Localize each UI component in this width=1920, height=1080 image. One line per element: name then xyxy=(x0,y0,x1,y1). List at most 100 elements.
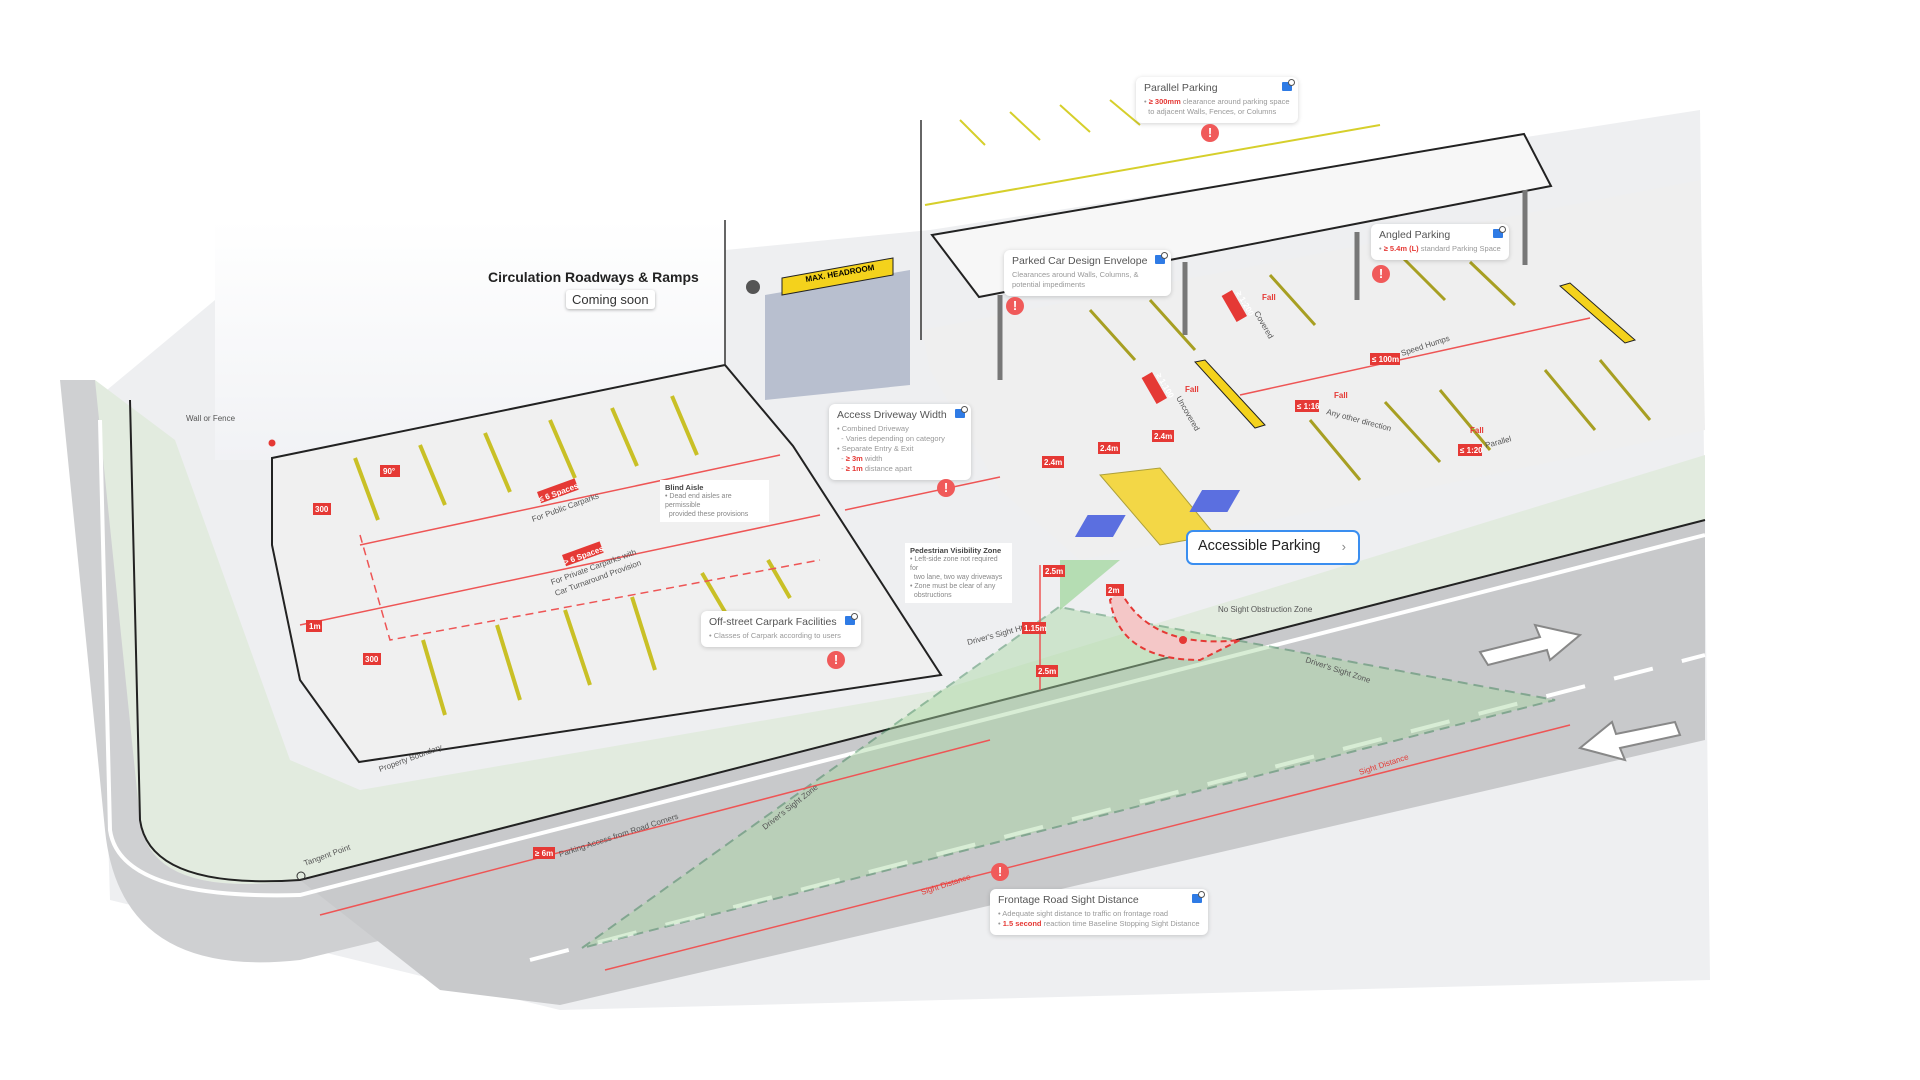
image-icon[interactable] xyxy=(1155,252,1169,264)
warning-icon[interactable]: ! xyxy=(827,651,845,669)
card-title: Off-street Carpark Facilities xyxy=(709,616,837,628)
pedestrian-zone-right xyxy=(1060,560,1120,610)
angle-90-tag: 90° xyxy=(383,467,395,476)
upper-parking-lines xyxy=(924,99,1381,206)
clearance-300-tag: 300 xyxy=(315,505,329,514)
wall-fence-label: Wall or Fence xyxy=(186,414,236,423)
frontage-road-card[interactable]: Frontage Road Sight Distance • Adequate … xyxy=(990,889,1208,935)
wall-fence-marker xyxy=(268,439,276,447)
wheelchair-icon xyxy=(1074,515,1126,537)
coming-soon-badge: Coming soon xyxy=(566,290,655,309)
image-icon[interactable] xyxy=(954,406,968,418)
no-sight-obstruction-label: No Sight Obstruction Zone xyxy=(1218,605,1313,614)
headroom-entrance xyxy=(765,270,910,400)
card-bullet: • ≥ 300mm clearance around parking space xyxy=(1144,97,1290,106)
slope-1-20-tag: ≤ 1:20 xyxy=(1460,446,1483,455)
dim-25-tag: 2.5m xyxy=(1045,567,1063,576)
warning-icon[interactable]: ! xyxy=(1372,265,1390,283)
note-bullet: obstructions xyxy=(913,592,952,599)
section-title: Circulation Roadways & Ramps xyxy=(488,269,699,285)
card-bullet: • ≥ 5.4m (L) standard Parking Space xyxy=(1379,244,1501,253)
card-bullet: Clearances around Walls, Columns, & xyxy=(1012,270,1139,279)
dim-24-tag: 2.4m xyxy=(1100,444,1118,453)
warning-icon[interactable]: ! xyxy=(937,479,955,497)
dim-1m-tag: 1m xyxy=(309,622,321,631)
road-edge-line xyxy=(98,419,1706,898)
card-bullet: - Varies depending on category xyxy=(841,434,945,443)
chevron-right-icon: › xyxy=(1341,539,1346,554)
note-bullet: • Left-side zone not required for xyxy=(910,556,998,572)
clearance-300-tag: 300 xyxy=(365,655,379,664)
speed-hump xyxy=(1558,282,1637,344)
note-title: Pedestrian Visibility Zone xyxy=(910,546,1002,555)
fall-label: Fall xyxy=(1185,385,1199,394)
left-parking-lines xyxy=(353,395,792,716)
card-bullet: • Combined Driveway xyxy=(837,424,909,433)
left-carpark-floor xyxy=(271,363,943,764)
accessible-parking-button[interactable]: Accessible Parking › xyxy=(1186,530,1360,565)
fall-label: Fall xyxy=(1262,293,1276,302)
dim-100m-tag: ≤ 100m xyxy=(1372,355,1399,364)
drivers-sight-zone xyxy=(581,605,1556,949)
accessible-parking-label: Accessible Parking xyxy=(1198,538,1321,554)
warning-icon[interactable]: ! xyxy=(991,863,1009,881)
card-title: Parked Car Design Envelope xyxy=(1012,255,1148,267)
card-bullet: to adjacent Walls, Fences, or Columns xyxy=(1148,107,1277,116)
image-icon[interactable] xyxy=(1281,79,1295,91)
card-bullet: • 1.5 second reaction time Baseline Stop… xyxy=(998,919,1200,928)
image-icon[interactable] xyxy=(1492,226,1506,238)
note-bullet: provided these provisions xyxy=(668,511,749,518)
dimension-lines xyxy=(299,317,1591,971)
note-bullet: • Zone must be clear of any xyxy=(910,583,996,590)
right-parking-lines xyxy=(1088,253,1652,481)
right-carpark-floor xyxy=(922,180,1705,560)
traffic-arrow-icon xyxy=(1478,623,1583,667)
slope-1-16-tag: ≤ 1:16 xyxy=(1297,402,1320,411)
card-title: Frontage Road Sight Distance xyxy=(998,894,1139,906)
pedestrian-visibility-note: Pedestrian Visibility Zone • Left-side z… xyxy=(905,543,1012,603)
angled-parking-card[interactable]: Angled Parking • ≥ 5.4m (L) standard Par… xyxy=(1371,224,1509,260)
dim-6m-tag: ≥ 6m xyxy=(535,849,553,858)
dim-115-tag: 1.15m xyxy=(1024,624,1047,633)
grass-strip xyxy=(95,380,1705,884)
card-bullet: • Separate Entry & Exit xyxy=(837,444,914,453)
card-bullet: - ≥ 1m distance apart xyxy=(837,464,912,473)
image-icon[interactable] xyxy=(1191,891,1205,903)
speed-hump xyxy=(1194,359,1266,429)
lane-divider xyxy=(529,653,1706,962)
note-bullet: two lane, two way driveways xyxy=(913,574,1003,581)
blind-aisle-note: Blind Aisle • Dead end aisles are permis… xyxy=(660,480,769,522)
parallel-parking-card[interactable]: Parallel Parking • ≥ 300mm clearance aro… xyxy=(1136,77,1298,123)
note-title: Blind Aisle xyxy=(665,483,704,492)
card-bullet: • Classes of Carpark according to users xyxy=(709,631,841,640)
dim-25-tag: 2.5m xyxy=(1038,667,1056,676)
access-driveway-card[interactable]: Access Driveway Width • Combined Drivewa… xyxy=(829,404,971,480)
clock-icon xyxy=(746,280,760,294)
card-bullet: potential impediments xyxy=(1012,280,1085,289)
dimension-tags: 90° 300 300 1m ≤ 6 Spaces > 6 Spaces ≥ 6… xyxy=(306,290,1483,859)
dim-24-tag: 2.4m xyxy=(1044,458,1062,467)
fall-label: Fall xyxy=(1470,426,1484,435)
card-title: Access Driveway Width xyxy=(837,409,947,421)
card-title: Parallel Parking xyxy=(1144,82,1218,94)
no-sight-obstruction-marker xyxy=(1179,636,1187,644)
card-title: Angled Parking xyxy=(1379,229,1451,241)
card-bullet: - ≥ 3m width xyxy=(837,454,883,463)
warning-icon[interactable]: ! xyxy=(1201,124,1219,142)
warning-icon[interactable]: ! xyxy=(1006,297,1024,315)
wheelchair-icon xyxy=(1189,490,1241,512)
tangent-point-marker xyxy=(296,871,306,881)
image-icon[interactable] xyxy=(844,613,858,625)
frontage-road xyxy=(300,520,1705,1005)
canopy-columns xyxy=(997,190,1528,380)
no-sight-obstruction-zone xyxy=(1108,588,1241,662)
fall-label: Fall xyxy=(1334,391,1348,400)
headroom-bar xyxy=(781,257,894,296)
parked-car-envelope-card[interactable]: Parked Car Design Envelope Clearances ar… xyxy=(1004,250,1172,296)
dim-2m-tag: 2m xyxy=(1108,586,1120,595)
note-bullet: • Dead end aisles are permissible xyxy=(665,493,732,509)
offstreet-carpark-card[interactable]: Off-street Carpark Facilities • Classes … xyxy=(701,611,861,647)
traffic-arrow-icon xyxy=(1577,720,1682,762)
road-curb xyxy=(129,399,1706,883)
